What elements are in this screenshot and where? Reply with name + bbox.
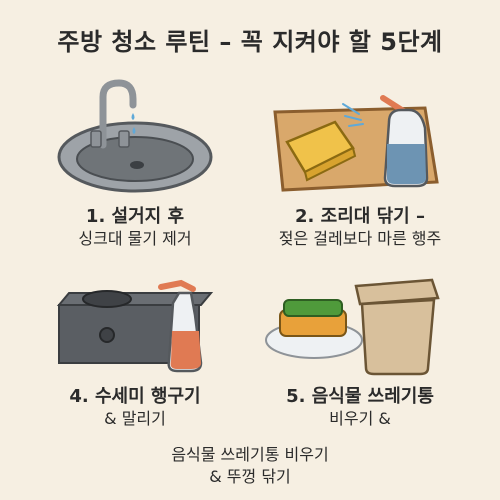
step-4-caption: 4. 수세미 행구기 & 말리기 [40, 386, 230, 430]
step-1-title: 1. 설거지 후 [85, 206, 185, 227]
step-2-detail: 젖은 걸레보다 마른 행주 [278, 229, 442, 248]
step-5-caption: 5. 음식물 쓰레기통 비우기 & [250, 386, 470, 430]
step-5-title: 5. 음식물 쓰레기통 [286, 386, 434, 407]
cutting-board-icon [273, 95, 439, 192]
footer-caption: 음식물 쓰레기통 비우기 & 뚜껑 닦기 [90, 444, 410, 488]
step-5-detail: 비우기 & [329, 409, 391, 428]
step-1-caption: 1. 설거지 후 싱크대 물기 제거 [40, 206, 230, 250]
step-1-detail: 싱크대 물기 제거 [78, 229, 192, 248]
footer-line-1: 음식물 쓰레기통 비우기 [171, 445, 329, 464]
trash-bin-icon [265, 278, 440, 376]
step-2-title: 2. 조리대 닦기 – [295, 206, 425, 227]
step-4-title: 4. 수세미 행구기 [69, 386, 201, 407]
step-4-detail: & 말리기 [104, 409, 166, 428]
footer-line-2: & 뚜껑 닦기 [209, 467, 291, 486]
step-2-caption: 2. 조리대 닦기 – 젖은 걸레보다 마른 행주 [250, 206, 470, 250]
page-title: 주방 청소 루틴 – 꼭 지켜야 할 5단계 [57, 28, 443, 56]
sink-icon [57, 79, 213, 193]
stove-icon [56, 279, 214, 373]
